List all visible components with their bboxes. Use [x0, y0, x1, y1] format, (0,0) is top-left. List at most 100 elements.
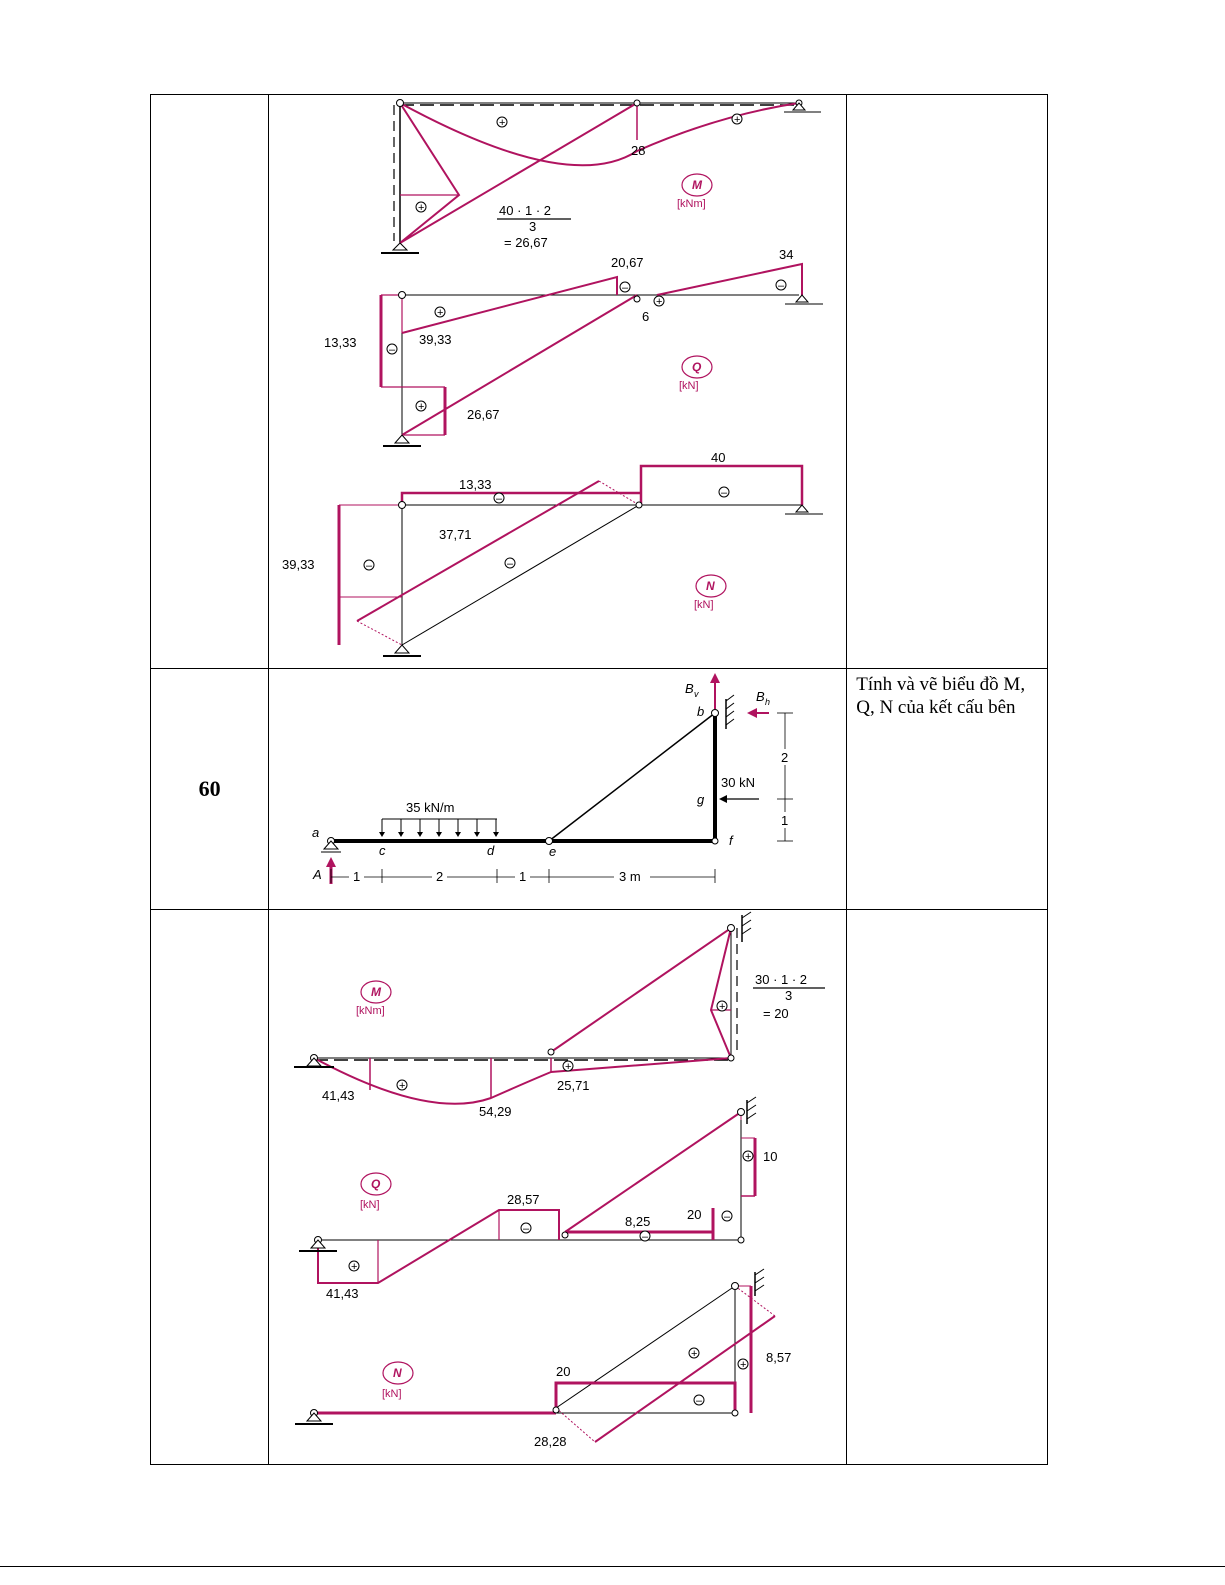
svg-text:+: + — [656, 296, 662, 308]
diagram-unit: [kN] — [382, 1388, 402, 1400]
dimension-label: 2 — [436, 869, 443, 884]
point-label: d — [487, 843, 495, 858]
svg-text:–: – — [496, 493, 503, 505]
reaction-bh-sub: h — [765, 697, 770, 707]
svg-text:+: + — [499, 117, 505, 129]
point-label: f — [729, 833, 734, 848]
formula-result: = 26,67 — [504, 235, 548, 250]
value-label: 25,71 — [557, 1078, 590, 1093]
task-cell: Tính và vẽ biểu đồ M, Q, N của kết cấu b… — [846, 668, 1048, 910]
svg-text:–: – — [721, 487, 728, 499]
diagram-unit: [kN] — [694, 599, 714, 611]
distributed-load-label: 35 kN/m — [406, 800, 454, 815]
value-label: 40 — [711, 450, 725, 465]
table-row: 60 — [149, 668, 1048, 910]
value-label: 41,43 — [326, 1286, 359, 1301]
figure-cell: + + + 28 M [kNm] 40 · 1 · 2 3 = 26,67 — [268, 94, 848, 669]
formula-numerator: 30 · 1 · 2 — [755, 972, 807, 987]
value-label: 6 — [642, 309, 649, 324]
value-label: 20 — [687, 1207, 701, 1222]
diagram-unit: [kN] — [360, 1199, 380, 1211]
formula-denominator: 3 — [785, 988, 792, 1003]
dimension-label: 1 — [353, 869, 360, 884]
point-force-label: 30 kN — [721, 775, 755, 790]
svg-text:–: – — [778, 280, 785, 292]
diagram-tag: N — [393, 1366, 402, 1380]
svg-text:–: – — [724, 1211, 731, 1223]
diagrams-exercise-60: + + + 41,43 54,29 25,71 M [kNm] 30 · 1 ·… — [294, 911, 826, 1449]
diagram-unit: [kNm] — [356, 1005, 385, 1017]
load-arrows — [379, 819, 500, 837]
svg-text:+: + — [351, 1261, 357, 1273]
diagram-tag: N — [706, 579, 715, 593]
value-label: 39,33 — [419, 332, 452, 347]
normal-diagram-top: – – – – 40 13,33 37,71 39,33 N [kN] — [282, 450, 824, 657]
moment-diagram-top: + + + 28 M [kNm] 40 · 1 · 2 3 = 26,67 — [381, 99, 822, 254]
diagram-unit: [kN] — [679, 380, 699, 392]
dimension-label: 1 — [781, 813, 788, 828]
reaction-a-label: A — [312, 867, 322, 882]
structure-scheme: 35 kN/m 30 kN A B v B h a c d e f g b — [312, 673, 794, 884]
figure-cell: + + + 41,43 54,29 25,71 M [kNm] 30 · 1 ·… — [268, 909, 848, 1465]
task-cell — [846, 94, 1048, 669]
value-label: 28 — [631, 143, 645, 158]
svg-text:+: + — [565, 1061, 571, 1073]
point-label: e — [549, 844, 556, 859]
reaction-bv-label: B — [685, 681, 694, 696]
svg-text:+: + — [691, 1348, 697, 1360]
task-cell — [846, 909, 1048, 1465]
value-label: 13,33 — [324, 335, 357, 350]
svg-text:–: – — [523, 1223, 530, 1235]
diagram-tag: Q — [692, 360, 702, 374]
value-label: 34 — [779, 247, 793, 262]
table-row: + + + 28 M [kNm] 40 · 1 · 2 3 = 26,67 — [149, 94, 1048, 669]
svg-text:+: + — [418, 202, 424, 214]
svg-text:+: + — [734, 114, 740, 126]
svg-text:–: – — [696, 1395, 703, 1407]
value-label: 10 — [763, 1149, 777, 1164]
value-label: 28,57 — [507, 1192, 540, 1207]
moment-diagram-bottom: + + + 41,43 54,29 25,71 M [kNm] 30 · 1 ·… — [294, 911, 826, 1119]
dimension-label: 3 m — [619, 869, 641, 884]
diagram-tag: M — [371, 985, 382, 999]
value-label: 8,25 — [625, 1214, 650, 1229]
exercise-table: + + + 28 M [kNm] 40 · 1 · 2 3 = 26,67 — [149, 94, 1048, 1465]
svg-text:+: + — [437, 307, 443, 319]
value-label: 28,28 — [534, 1434, 567, 1449]
value-label: 20,67 — [611, 255, 644, 270]
point-label: a — [312, 825, 319, 840]
exercise-number: 60 — [149, 668, 270, 910]
normal-diagram-bottom: + + – 20 8,57 28,28 N [kN] — [295, 1268, 792, 1449]
svg-text:+: + — [719, 1001, 725, 1013]
dimension-label: 2 — [781, 750, 788, 765]
point-label: b — [697, 704, 704, 719]
shear-diagram-bottom: + – – – + 28,57 8,25 20 10 41,43 Q [kN] — [299, 1096, 778, 1301]
formula-result: = 20 — [763, 1006, 789, 1021]
diagram-unit: [kNm] — [677, 198, 706, 210]
svg-text:+: + — [418, 401, 424, 413]
svg-text:+: + — [740, 1359, 746, 1371]
value-label: 20 — [556, 1364, 570, 1379]
dimension-label: 1 — [519, 869, 526, 884]
exercise-number — [149, 909, 270, 1465]
reaction-bv-sub: v — [694, 689, 699, 699]
figure-cell: 35 kN/m 30 kN A B v B h a c d e f g b — [268, 668, 848, 910]
reaction-bh-label: B — [756, 689, 765, 704]
task-text: Tính và vẽ biểu đồ M, Q, N của kết cấu b… — [856, 674, 1026, 718]
svg-text:+: + — [399, 1080, 405, 1092]
svg-text:–: – — [507, 558, 514, 570]
diagram-tag: M — [692, 178, 703, 192]
value-label: 26,67 — [467, 407, 500, 422]
diagrams-previous-exercise: + + + 28 M [kNm] 40 · 1 · 2 3 = 26,67 — [282, 99, 824, 657]
svg-text:–: – — [366, 560, 373, 572]
svg-text:–: – — [642, 1231, 649, 1243]
value-label: 39,33 — [282, 557, 315, 572]
footer-rule — [0, 1566, 1225, 1567]
task-text — [847, 95, 1047, 99]
point-label: g — [697, 792, 705, 807]
diagram-tag: Q — [371, 1177, 381, 1191]
value-label: 8,57 — [766, 1350, 791, 1365]
svg-text:–: – — [389, 344, 396, 356]
value-label: 13,33 — [459, 477, 492, 492]
shear-diagram-top: + – + – – + 20,67 34 6 13,33 39,33 26,67… — [324, 247, 824, 447]
